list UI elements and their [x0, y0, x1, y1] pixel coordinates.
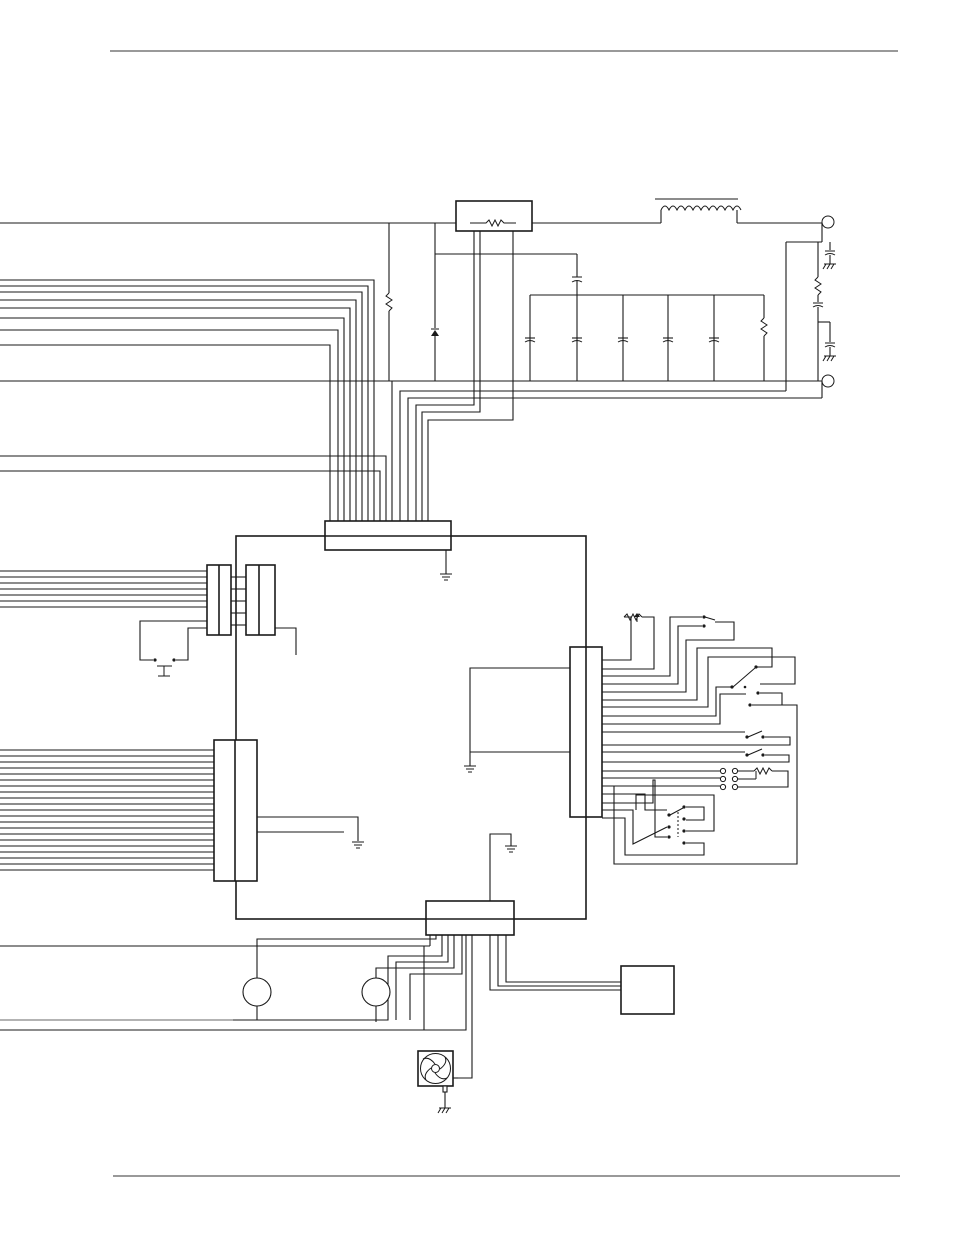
left-connector-b[interactable]: [246, 565, 275, 635]
left-connector-a[interactable]: [207, 565, 231, 635]
left-lower-connector[interactable]: [214, 740, 257, 881]
diode: [431, 329, 439, 336]
filter-capacitor-bank: [525, 295, 767, 381]
right-harness: [602, 613, 797, 864]
top-harness: [0, 231, 822, 521]
control-board: [236, 536, 586, 919]
input-resistor-module: [456, 201, 532, 231]
motor-right: [362, 978, 390, 1006]
ground-symbol-fan: [438, 1108, 451, 1113]
right-connector[interactable]: [570, 647, 602, 817]
pushbutton-switch[interactable]: [153, 658, 175, 676]
ground-symbol-rc-top: [823, 264, 836, 269]
output-terminal-positive[interactable]: [822, 216, 834, 228]
cooling-fan: [418, 1051, 458, 1108]
external-module: [621, 966, 674, 1014]
motor-left: [243, 978, 271, 1006]
bottom-harness: [0, 935, 621, 1078]
bottom-connector[interactable]: [426, 901, 514, 935]
output-terminal-negative[interactable]: [822, 375, 834, 387]
selector-switches[interactable]: [602, 731, 790, 762]
power-section: [0, 199, 836, 398]
choke-inductor: [655, 199, 741, 210]
ground-symbol-rc-bottom: [823, 356, 836, 361]
top-connector[interactable]: [325, 521, 451, 550]
